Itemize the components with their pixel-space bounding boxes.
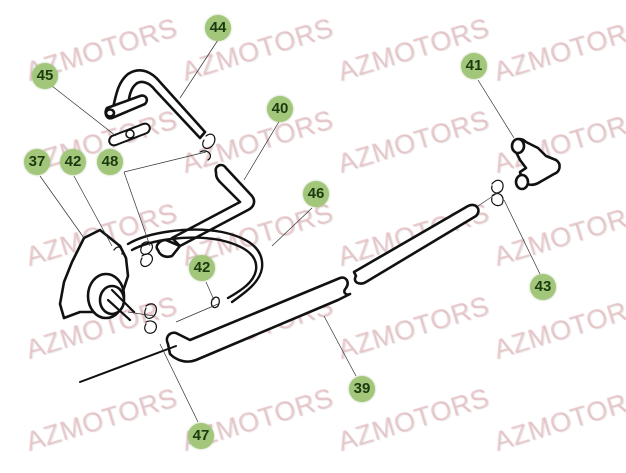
pipe-44-flange-hole	[104, 108, 116, 118]
clamp-47	[144, 303, 158, 320]
callout-42-upper[interactable]: 42	[60, 149, 86, 175]
callout-42-lower[interactable]: 42	[189, 255, 215, 281]
callout-40[interactable]: 40	[267, 96, 293, 122]
pipe-44	[111, 69, 207, 140]
callout-47[interactable]: 47	[188, 423, 214, 449]
callout-43[interactable]: 43	[530, 274, 556, 300]
leader-lines	[39, 39, 541, 423]
hose-40	[170, 163, 256, 248]
callout-37[interactable]: 37	[24, 149, 50, 175]
clamp-48	[202, 133, 216, 150]
callout-45[interactable]: 45	[32, 63, 58, 89]
clamp-42a	[113, 246, 124, 255]
hose-39b	[352, 203, 480, 285]
hose-46	[126, 228, 264, 304]
callout-46[interactable]: 46	[303, 181, 329, 207]
callout-44[interactable]: 44	[205, 15, 231, 41]
callout-39[interactable]: 39	[349, 376, 375, 402]
callout-48[interactable]: 48	[97, 149, 123, 175]
callout-41[interactable]: 41	[461, 53, 487, 79]
clamp-43	[491, 179, 504, 194]
clamp-42b	[210, 296, 220, 309]
gasket-45	[108, 122, 151, 147]
hose-39	[165, 276, 352, 363]
